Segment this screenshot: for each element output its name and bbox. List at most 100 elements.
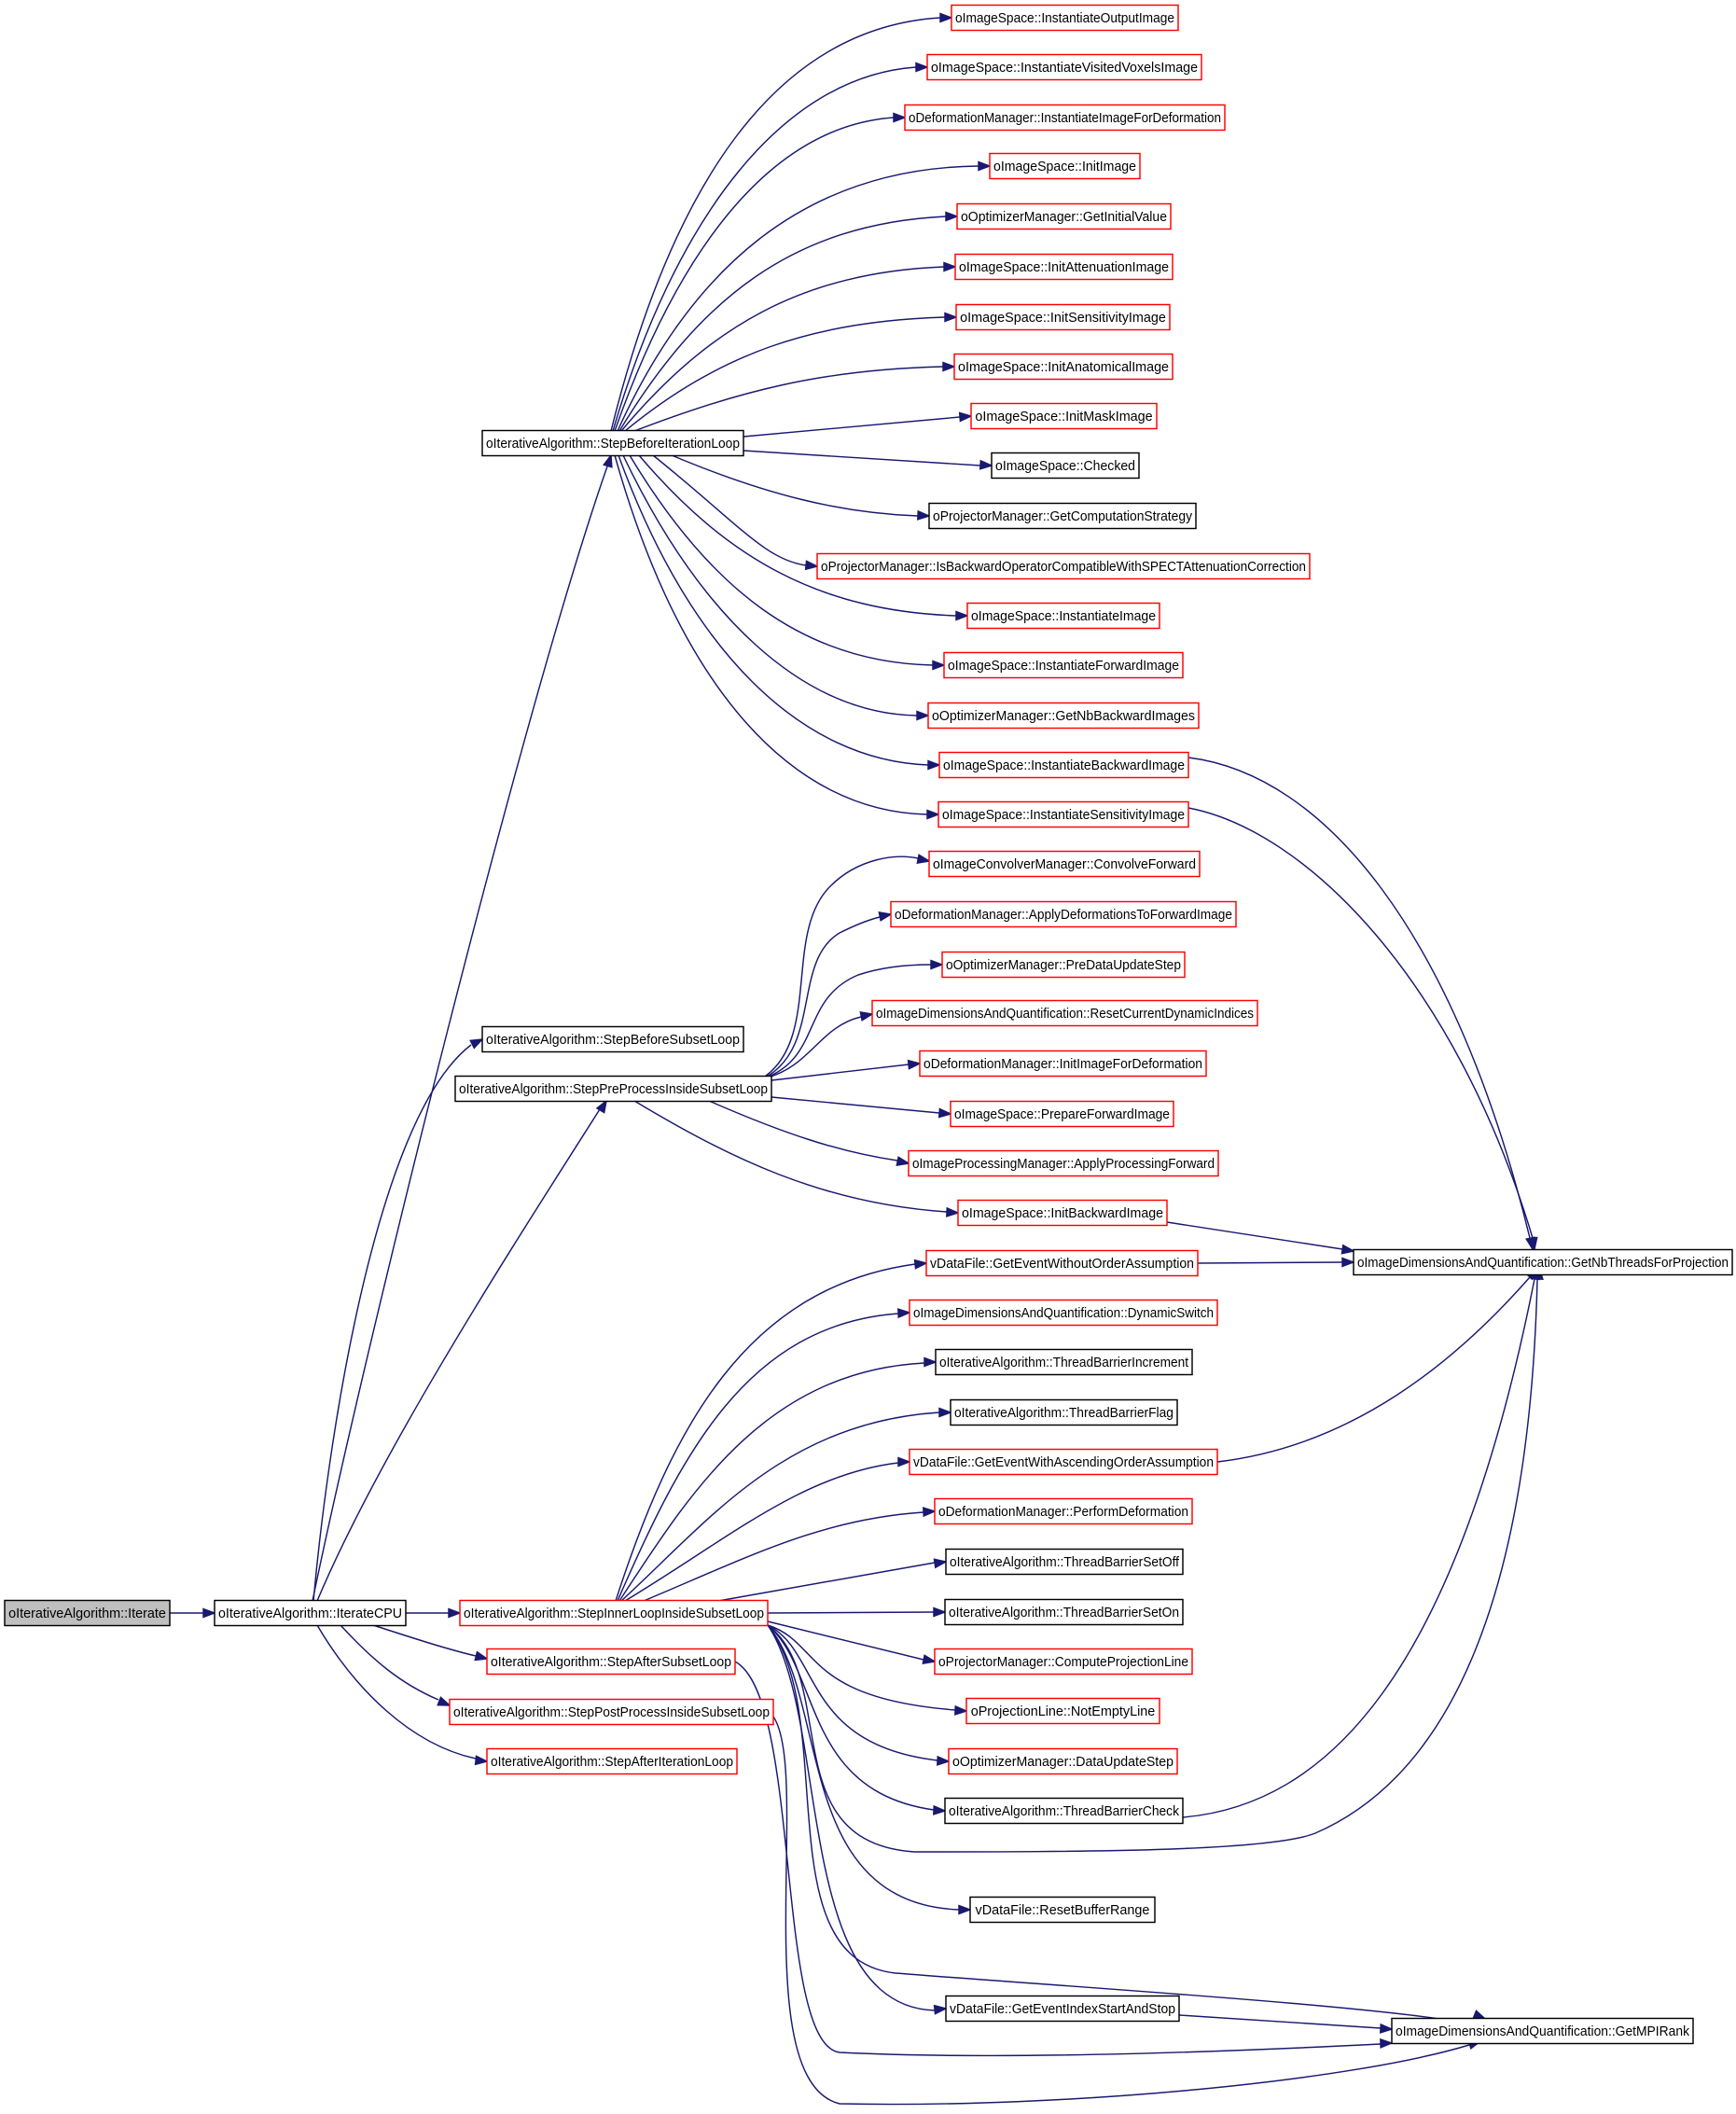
node-n_geisas[interactable]: vDataFile::GetEventIndexStartAndStop — [945, 1995, 1180, 2023]
node-box[interactable] — [890, 900, 1237, 928]
node-n_ibackimg[interactable]: oImageSpace::InitBackwardImage — [957, 1199, 1168, 1227]
node-n_iifdef[interactable]: oDeformationManager::InitImageForDeforma… — [919, 1050, 1207, 1078]
node-box[interactable] — [449, 1698, 774, 1726]
node-box[interactable] — [989, 152, 1141, 180]
node-n_cf[interactable]: oImageConvolverManager::ConvolveForward — [928, 850, 1201, 878]
node-box[interactable] — [4, 1599, 171, 1627]
node-n_rcdi[interactable]: oImageDimensionsAndQuantification::Reset… — [871, 999, 1258, 1027]
node-box[interactable] — [991, 452, 1140, 480]
node-n_pfi[interactable]: oImageSpace::PrepareForwardImage — [950, 1100, 1174, 1128]
node-box[interactable] — [957, 1199, 1168, 1227]
node-n_gmpi[interactable]: oImageDimensionsAndQuantification::GetMP… — [1391, 2017, 1694, 2045]
node-box[interactable] — [926, 53, 1202, 81]
node-box[interactable] — [454, 1075, 772, 1103]
node-box[interactable] — [816, 552, 1311, 580]
node-box[interactable] — [909, 1448, 1218, 1476]
node-n_nel[interactable]: oProjectionLine::NotEmptyLine — [965, 1697, 1160, 1725]
node-n_ianat[interactable]: oImageSpace::InitAnatomicalImage — [953, 353, 1174, 381]
node-sasl[interactable]: oIterativeAlgorithm::StepAfterSubsetLoop — [486, 1648, 736, 1676]
node-box[interactable] — [919, 1050, 1207, 1078]
node-n_imask[interactable]: oImageSpace::InitMaskImage — [970, 402, 1158, 430]
node-n_iifd[interactable]: oDeformationManager::InstantiateImageFor… — [904, 104, 1226, 132]
node-box[interactable] — [925, 1249, 1199, 1277]
node-box[interactable] — [927, 702, 1200, 730]
node-n_pd[interactable]: oDeformationManager::PerformDeformation — [934, 1497, 1193, 1525]
node-sppisl[interactable]: oIterativeAlgorithm::StepPreProcessInsid… — [454, 1075, 772, 1103]
node-n_checked[interactable]: oImageSpace::Checked — [991, 452, 1140, 480]
node-box[interactable] — [950, 1100, 1174, 1128]
node-n_gewaoa[interactable]: vDataFile::GetEventWithAscendingOrderAss… — [909, 1448, 1218, 1476]
node-box[interactable] — [214, 1599, 407, 1627]
node-box[interactable] — [945, 1548, 1184, 1576]
node-box[interactable] — [970, 402, 1158, 430]
node-box[interactable] — [934, 1648, 1193, 1676]
node-n_iai[interactable]: oImageSpace::InitAttenuationImage — [954, 253, 1174, 281]
node-n_rbr[interactable]: vDataFile::ResetBufferRange — [969, 1896, 1156, 1924]
node-box[interactable] — [956, 202, 1172, 230]
node-box[interactable] — [928, 502, 1197, 530]
node-box[interactable] — [909, 1299, 1218, 1327]
node-n_gnbi[interactable]: oOptimizerManager::GetNbBackwardImages — [927, 702, 1200, 730]
node-n_ioi[interactable]: oImageSpace::InstantiateOutputImage — [951, 4, 1179, 32]
node-n_insi[interactable]: oImageSpace::InstantiateSensitivityImage — [937, 800, 1189, 828]
node-n_pdus[interactable]: oOptimizerManager::PreDataUpdateStep — [941, 951, 1186, 979]
node-n_isi[interactable]: oImageSpace::InitSensitivityImage — [955, 303, 1171, 331]
node-sbsl[interactable]: oIterativeAlgorithm::StepBeforeSubsetLoo… — [481, 1025, 744, 1053]
node-n_apf[interactable]: oImageProcessingManager::ApplyProcessing… — [908, 1149, 1219, 1177]
node-box[interactable] — [459, 1599, 769, 1627]
node-box[interactable] — [935, 1348, 1193, 1376]
node-n_ifi[interactable]: oImageSpace::InstantiateForwardImage — [943, 651, 1184, 679]
node-n_ibocw[interactable]: oProjectorManager::IsBackwardOperatorCom… — [816, 552, 1311, 580]
node-box[interactable] — [871, 999, 1258, 1027]
node-box[interactable] — [965, 1697, 1160, 1725]
node-sail[interactable]: oIterativeAlgorithm::StepAfterIterationL… — [486, 1747, 738, 1775]
node-n_gcs[interactable]: oProjectorManager::GetComputationStrateg… — [928, 502, 1197, 530]
node-n_adtfi[interactable]: oDeformationManager::ApplyDeformationsTo… — [890, 900, 1237, 928]
node-n_tbson[interactable]: oIterativeAlgorithm::ThreadBarrierSetOn — [944, 1598, 1184, 1626]
node-n_cpl[interactable]: oProjectorManager::ComputeProjectionLine — [934, 1648, 1193, 1676]
node-sbil[interactable]: oIterativeAlgorithm::StepBeforeIteration… — [481, 429, 744, 457]
node-box[interactable] — [943, 651, 1184, 679]
node-box[interactable] — [950, 1398, 1178, 1426]
node-box[interactable] — [969, 1896, 1156, 1924]
node-box[interactable] — [481, 429, 744, 457]
node-box[interactable] — [955, 303, 1171, 331]
node-box[interactable] — [486, 1747, 738, 1775]
node-n_tbf[interactable]: oIterativeAlgorithm::ThreadBarrierFlag — [950, 1398, 1178, 1426]
node-box[interactable] — [966, 602, 1160, 630]
node-box[interactable] — [481, 1025, 744, 1053]
node-box[interactable] — [928, 850, 1201, 878]
node-n_ivvi[interactable]: oImageSpace::InstantiateVisitedVoxelsIma… — [926, 53, 1202, 81]
node-n_dus[interactable]: oOptimizerManager::DataUpdateStep — [948, 1747, 1178, 1775]
node-box[interactable] — [486, 1648, 736, 1676]
node-silisl[interactable]: oIterativeAlgorithm::StepInnerLoopInside… — [459, 1599, 769, 1627]
node-box[interactable] — [937, 800, 1189, 828]
node-n_gntfp[interactable]: oImageDimensionsAndQuantification::GetNb… — [1353, 1248, 1733, 1276]
node-n_tbc[interactable]: oIterativeAlgorithm::ThreadBarrierCheck — [944, 1797, 1184, 1825]
node-n_tbsoff[interactable]: oIterativeAlgorithm::ThreadBarrierSetOff — [945, 1548, 1184, 1576]
node-box[interactable] — [934, 1497, 1193, 1525]
node-n_ibi[interactable]: oImageSpace::InstantiateBackwardImage — [938, 751, 1189, 779]
node-box[interactable] — [945, 1995, 1180, 2023]
node-spoisl[interactable]: oIterativeAlgorithm::StepPostProcessInsi… — [449, 1698, 774, 1726]
node-box[interactable] — [954, 253, 1174, 281]
node-n_iimg[interactable]: oImageSpace::InstantiateImage — [966, 602, 1160, 630]
node-box[interactable] — [951, 4, 1179, 32]
node-box[interactable] — [904, 104, 1226, 132]
node-n_giv[interactable]: oOptimizerManager::GetInitialValue — [956, 202, 1172, 230]
node-n_gewoa[interactable]: vDataFile::GetEventWithoutOrderAssumptio… — [925, 1249, 1199, 1277]
node-box[interactable] — [938, 751, 1189, 779]
node-box[interactable] — [948, 1747, 1178, 1775]
node-n_tbi[interactable]: oIterativeAlgorithm::ThreadBarrierIncrem… — [935, 1348, 1193, 1376]
node-box[interactable] — [1353, 1248, 1733, 1276]
node-n_ds[interactable]: oImageDimensionsAndQuantification::Dynam… — [909, 1299, 1218, 1327]
node-box[interactable] — [944, 1598, 1184, 1626]
node-box[interactable] — [941, 951, 1186, 979]
node-iteratecpu[interactable]: oIterativeAlgorithm::IterateCPU — [214, 1599, 407, 1627]
node-box[interactable] — [1391, 2017, 1694, 2045]
node-box[interactable] — [908, 1149, 1219, 1177]
node-box[interactable] — [953, 353, 1174, 381]
node-box[interactable] — [944, 1797, 1184, 1825]
node-n_initimage[interactable]: oImageSpace::InitImage — [989, 152, 1141, 180]
node-iterate[interactable]: oIterativeAlgorithm::Iterate — [4, 1599, 171, 1627]
